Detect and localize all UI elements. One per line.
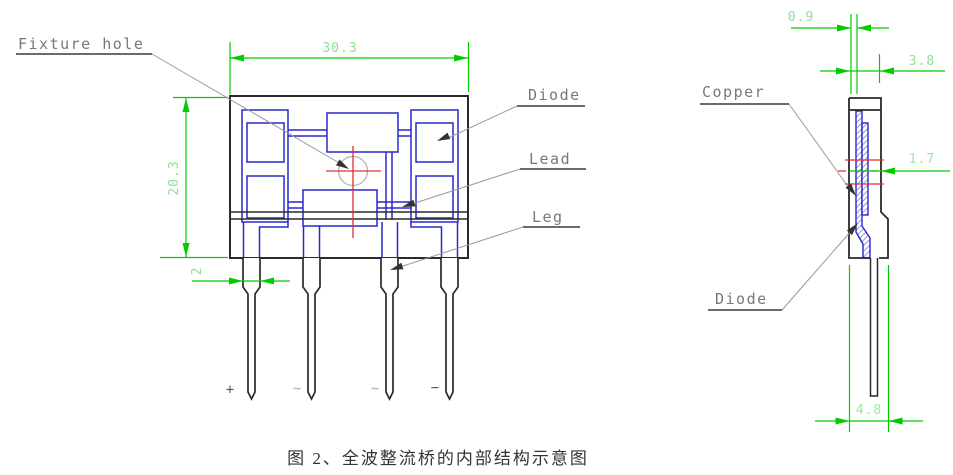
lead-label: Lead — [529, 150, 571, 168]
dim-width-value: 30.3 — [322, 41, 357, 56]
dimension-body-thickness: 3.8 — [820, 54, 945, 83]
terminal-ac-2: ~ — [371, 381, 379, 397]
arrowhead — [888, 417, 903, 425]
terminal-ac-1: ~ — [293, 381, 301, 397]
copper-trace-layout — [241, 109, 459, 258]
center-top-pad — [326, 112, 399, 153]
leader-line — [399, 226, 524, 268]
dimension-leg-width: 2 — [190, 267, 290, 285]
arrowhead — [230, 54, 244, 62]
diode-pad-bottom-left — [246, 175, 285, 219]
diode-pad-top-left — [246, 122, 285, 163]
diode-label: Diode — [528, 86, 581, 104]
dim-body-thickness-value: 3.8 — [909, 54, 935, 69]
fixture-hole-label: Fixture hole — [18, 35, 144, 53]
leader-line — [411, 168, 521, 205]
arrowhead — [229, 277, 243, 285]
side-view: 0.9 3.8 1.7 4.8 — [700, 10, 950, 432]
leader-arrowhead — [390, 262, 404, 270]
dim-copper-thickness-value: 0.9 — [788, 10, 814, 25]
arrowhead — [182, 98, 190, 112]
fixture-hole-marker — [326, 146, 381, 238]
leader-arrowhead — [846, 223, 858, 236]
front-view: + ~ ~ − 30.3 20.3 — [16, 35, 586, 401]
legs — [242, 258, 459, 401]
right-frame-trace — [410, 109, 459, 223]
callout-lead: Lead — [402, 150, 586, 207]
callout-leg: Leg — [390, 208, 580, 270]
side-body-outline — [848, 97, 889, 397]
terminal-minus: − — [431, 380, 439, 396]
dim-base-width-value: 4.8 — [856, 403, 882, 418]
copper-strip-secondary — [861, 122, 869, 216]
leg-2 — [302, 258, 321, 401]
figure-caption: 图 2、全波整流桥的内部结构示意图 — [287, 449, 589, 468]
leader-line — [781, 229, 853, 311]
leg-4 — [440, 258, 459, 401]
callout-fixture-hole: Fixture hole — [16, 35, 349, 169]
dimension-base-width: 4.8 — [815, 265, 923, 432]
arrowhead — [857, 24, 871, 32]
left-frame-trace — [241, 109, 289, 223]
leader-line — [788, 103, 850, 189]
arrowhead — [836, 67, 850, 75]
arrowhead — [837, 24, 851, 32]
leader-arrowhead — [845, 183, 856, 196]
leader-line — [151, 53, 342, 165]
dimension-body-height: 20.3 — [160, 96, 228, 259]
dim-height-value: 20.3 — [167, 160, 182, 195]
leader-arrowhead — [437, 132, 451, 141]
callout-copper: Copper — [700, 83, 856, 196]
dim-lead-offset-value: 1.7 — [909, 152, 935, 167]
arrowhead — [880, 67, 894, 75]
copper-label: Copper — [702, 83, 765, 101]
dim-leg-width-value: 2 — [190, 267, 205, 276]
dimension-copper-thickness: 0.9 — [788, 10, 889, 94]
leg-1 — [242, 258, 261, 401]
dimension-body-width: 30.3 — [229, 41, 470, 94]
leg-label: Leg — [532, 208, 564, 226]
callout-diode-side: Diode — [708, 223, 858, 311]
center-bottom-pad — [302, 189, 378, 227]
side-leg — [869, 258, 879, 397]
leg-3 — [380, 258, 399, 401]
package-body-outline — [229, 95, 469, 259]
arrowhead — [260, 277, 274, 285]
leader-line — [447, 105, 518, 139]
leader-arrowhead — [336, 159, 349, 169]
arrowhead — [881, 167, 895, 175]
diode-side-label: Diode — [715, 290, 768, 308]
dimension-lead-offset: 1.7 — [850, 152, 950, 175]
arrowhead — [182, 243, 190, 257]
callout-diode-front: Diode — [437, 86, 585, 141]
diode-pad-bottom-right — [415, 175, 454, 219]
diode-pad-top-right — [415, 122, 454, 163]
arrowhead — [835, 417, 850, 425]
leader-arrowhead — [402, 199, 416, 207]
terminal-plus: + — [226, 382, 234, 398]
arrowhead — [454, 54, 468, 62]
